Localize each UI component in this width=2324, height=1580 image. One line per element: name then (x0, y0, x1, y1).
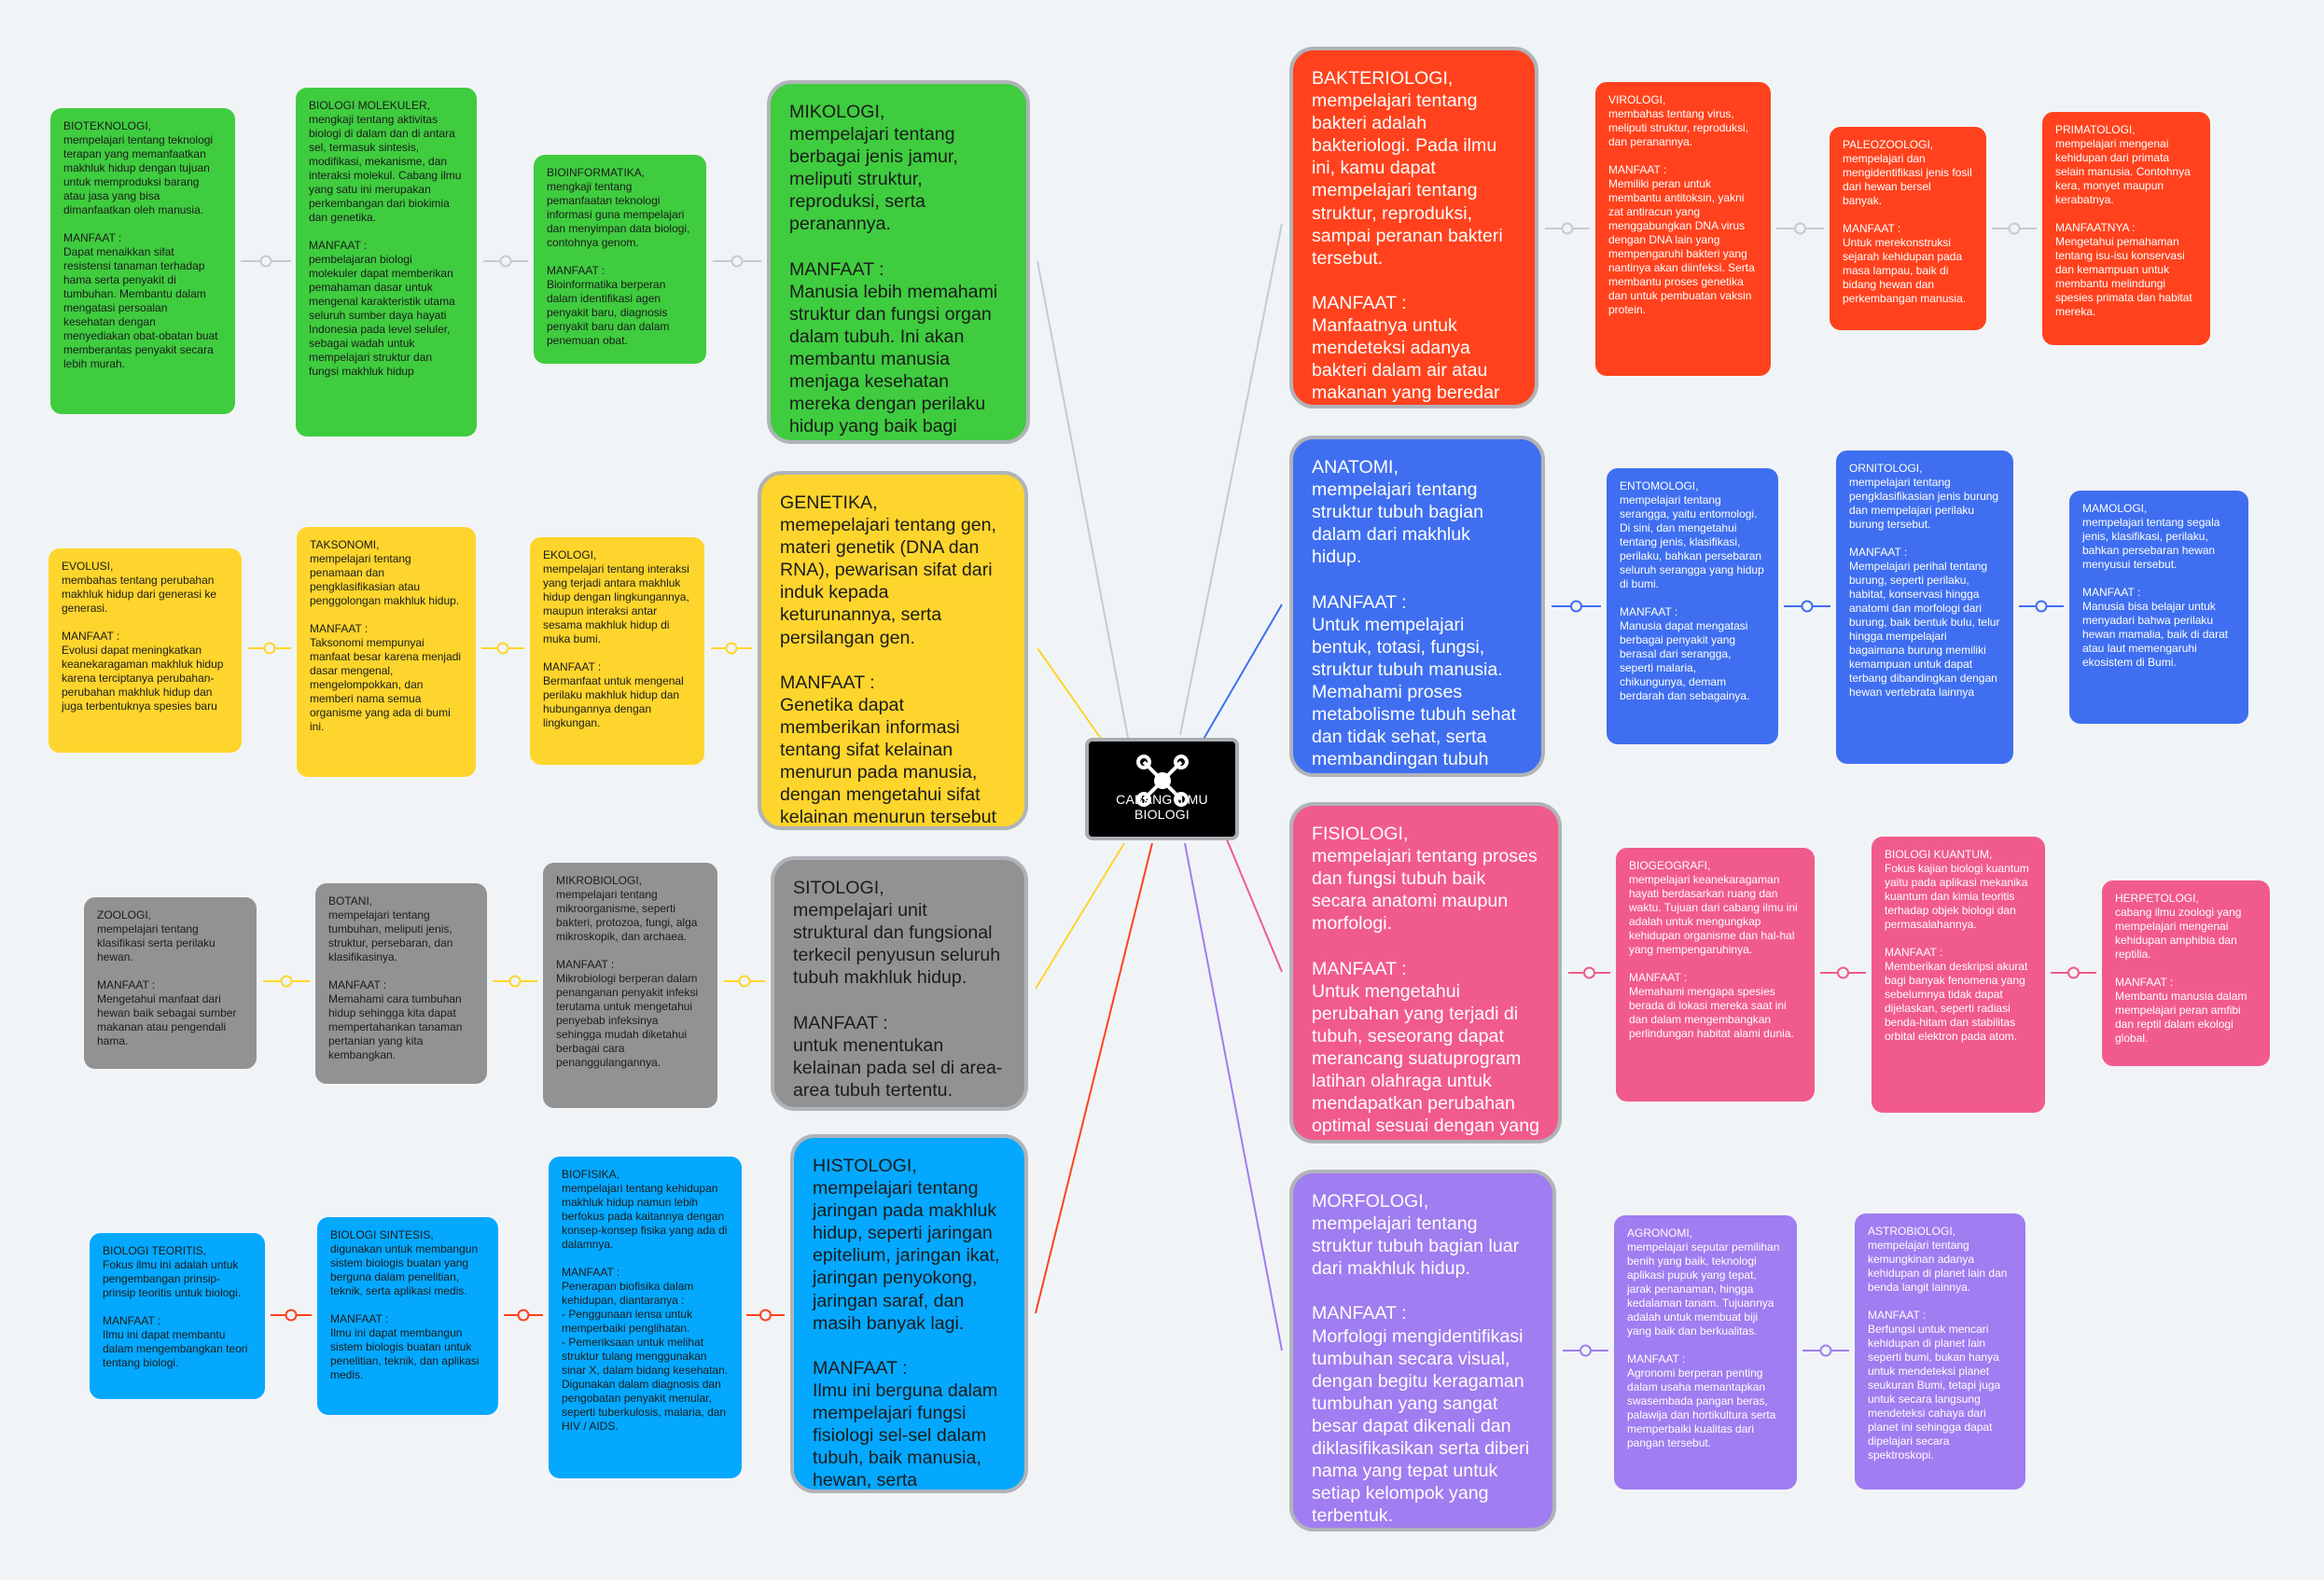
connector-genetika (1037, 647, 1111, 753)
collapse-knob-genetika-0[interactable] (725, 642, 738, 655)
collapse-knob-bakteriologi-2[interactable] (2008, 222, 2021, 235)
connector-morfologi (1184, 842, 1283, 1351)
topic-genetika[interactable]: GENETIKA, memepelajari tentang gen, mate… (758, 471, 1028, 830)
topic-morfologi[interactable]: MORFOLOGI, mempelajari tentang struktur … (1289, 1170, 1556, 1531)
collapse-knob-anatomi-1[interactable] (1801, 600, 1814, 613)
topic-fisiologi[interactable]: FISIOLOGI, mempelajari tentang proses da… (1289, 802, 1562, 1143)
subtopic-astrobiologi[interactable]: ASTROBIOLOGI, mempelajari tentang kemung… (1855, 1213, 2025, 1490)
central-topic[interactable]: CABANG ILMU BIOLOGI (1085, 738, 1239, 840)
connector-mikologi (1037, 260, 1130, 743)
collapse-knob-genetika-1[interactable] (496, 642, 509, 655)
topic-bakteriologi[interactable]: BAKTERIOLOGI, mempelajari tentang bakter… (1289, 47, 1538, 409)
collapse-knob-genetika-2[interactable] (263, 642, 276, 655)
subtopic-biologi-molekuler[interactable]: BIOLOGI MOLEKULER, mengkaji tentang akti… (296, 88, 477, 437)
subtopic-evolusi[interactable]: EVOLUSI, membahas tentang perubahan makh… (49, 548, 242, 753)
collapse-knob-bakteriologi-0[interactable] (1561, 222, 1574, 235)
collapse-knob-histologi-1[interactable] (517, 1309, 530, 1322)
collapse-knob-sitologi-2[interactable] (280, 975, 293, 988)
subtopic-biogeografi[interactable]: BIOGEOGRAFI, mempelajari keanekaragaman … (1616, 848, 1815, 1102)
subtopic-ornitologi[interactable]: ORNITOLOGI, mempelajari tentang pengklas… (1836, 450, 2013, 764)
collapse-knob-mikologi-2[interactable] (259, 255, 272, 268)
topic-histologi[interactable]: HISTOLOGI, mempelajari tentang jaringan … (790, 1134, 1028, 1493)
subtopic-mikrobiologi[interactable]: MIKROBIOLOGI, mempelajari tentang mikroo… (543, 863, 717, 1108)
collapse-knob-sitologi-0[interactable] (738, 975, 751, 988)
collapse-knob-anatomi-2[interactable] (2035, 600, 2048, 613)
subtopic-herpetologi[interactable]: HERPETOLOGI, cabang ilmu zoologi yang me… (2102, 880, 2270, 1066)
subtopic-bioinformatika[interactable]: BIOINFORMATIKA, mengkaji tentang pemanfa… (534, 155, 706, 364)
connector-bakteriologi (1179, 223, 1283, 736)
subtopic-primatologi[interactable]: PRIMATOLOGI, mempelajari mengenai kehidu… (2042, 112, 2210, 345)
subtopic-mamologi[interactable]: MAMOLOGI, mempelajari tentang segala jen… (2069, 491, 2248, 724)
subtopic-biofisika[interactable]: BIOFISIKA, mempelajari tentang kehidupan… (549, 1157, 742, 1478)
subtopic-taksonomi[interactable]: TAKSONOMI, mempelajari tentang penamaan … (297, 527, 476, 777)
mind-map-icon (1135, 755, 1189, 807)
collapse-knob-fisiologi-1[interactable] (1837, 966, 1849, 979)
topic-sitologi[interactable]: SITOLOGI, mempelajari unit struktural da… (771, 856, 1028, 1111)
topic-anatomi[interactable]: ANATOMI, mempelajari tentang struktur tu… (1289, 436, 1545, 777)
collapse-knob-sitologi-1[interactable] (508, 975, 522, 988)
collapse-knob-anatomi-0[interactable] (1570, 600, 1582, 613)
collapse-knob-histologi-0[interactable] (759, 1309, 772, 1322)
subtopic-biologi-sintesis[interactable]: BIOLOGI SINTESIS, digunakan untuk memban… (317, 1217, 498, 1415)
subtopic-entomologi[interactable]: ENTOMOLOGI, mempelajari tentang serangga… (1607, 468, 1778, 744)
collapse-knob-fisiologi-2[interactable] (2067, 966, 2080, 979)
collapse-knob-mikologi-1[interactable] (499, 255, 512, 268)
subtopic-bioteknologi[interactable]: BIOTEKNOLOGI, mempelajari tentang teknol… (50, 108, 235, 414)
subtopic-botani[interactable]: BOTANI, mempelajari tentang tumbuhan, me… (315, 883, 487, 1084)
connector-anatomi (1198, 603, 1283, 748)
subtopic-paleozoologi[interactable]: PALEOZOOLOGI, mempelajari dan mengidenti… (1830, 127, 1986, 330)
subtopic-virologi[interactable]: VIROLOGI, membahas tentang virus, melipu… (1595, 82, 1771, 376)
collapse-knob-mikologi-0[interactable] (731, 255, 744, 268)
topic-mikologi[interactable]: MIKOLOGI, mempelajari tentang berbagai j… (767, 80, 1030, 444)
central-topic-label: CABANG ILMU BIOLOGI (1116, 792, 1208, 822)
collapse-knob-fisiologi-0[interactable] (1583, 966, 1595, 979)
collapse-knob-morfologi-0[interactable] (1579, 1344, 1592, 1357)
subtopic-agronomi[interactable]: AGRONOMI, mempelajari seputar pemilihan … (1614, 1215, 1797, 1490)
connector-histologi (1035, 842, 1153, 1314)
collapse-knob-morfologi-1[interactable] (1819, 1344, 1832, 1357)
subtopic-ekologi[interactable]: EKOLOGI, mempelajari tentang interaksi y… (530, 537, 704, 765)
collapse-knob-histologi-2[interactable] (285, 1309, 298, 1322)
collapse-knob-bakteriologi-1[interactable] (1794, 222, 1806, 235)
subtopic-zoologi[interactable]: ZOOLOGI, mempelajari tentang klasifikasi… (84, 897, 257, 1069)
connector-sitologi (1035, 842, 1125, 990)
subtopic-biologi-kuantum[interactable]: BIOLOGI KUANTUM, Fokus kajian biologi ku… (1872, 837, 2045, 1113)
subtopic-biologi-teoritis[interactable]: BIOLOGI TEORITIS, Fokus ilmu ini adalah … (90, 1233, 265, 1399)
